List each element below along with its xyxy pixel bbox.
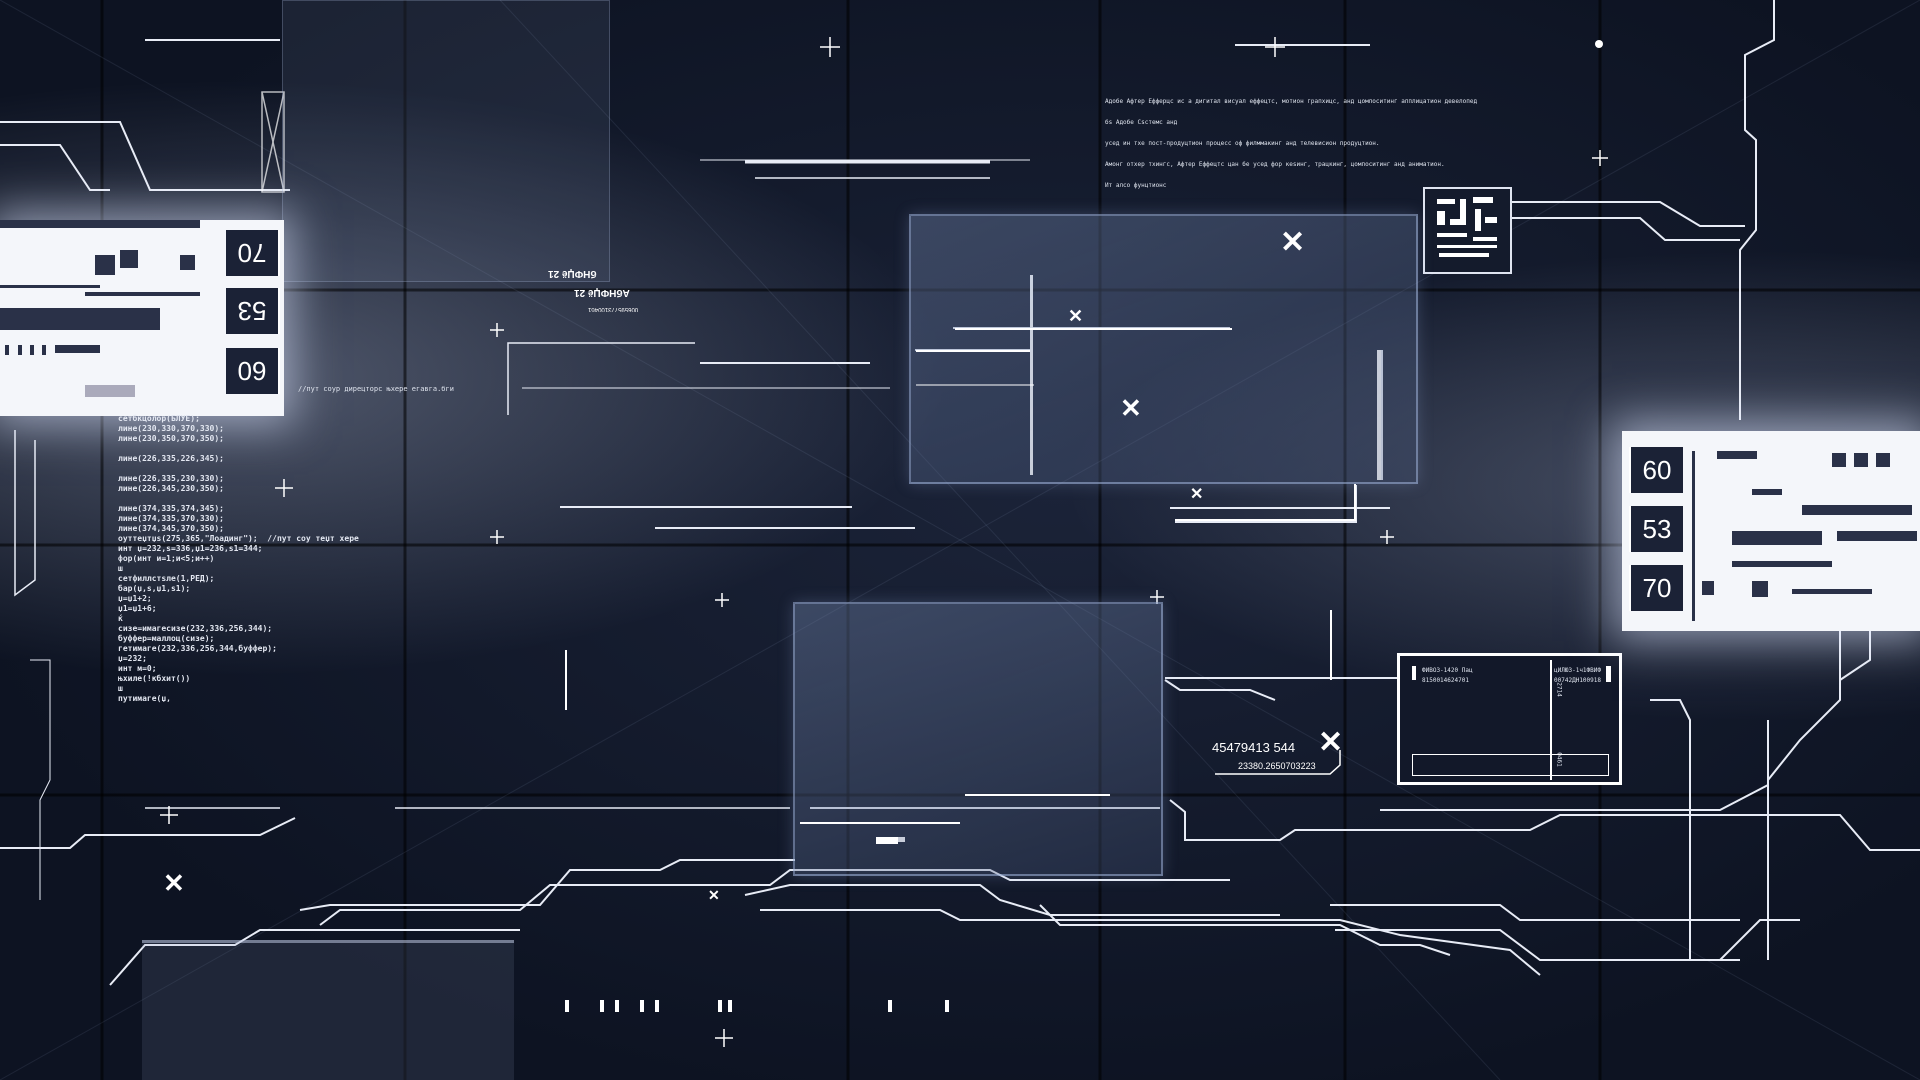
- comment-line: //пут соур дирецторс њхере егавга.бги: [298, 385, 454, 393]
- code-line: инт м=0;: [118, 664, 157, 673]
- readout-underline: [1215, 750, 1341, 775]
- close-icon[interactable]: ✕: [1318, 726, 1344, 759]
- glass-panel-lower: [793, 602, 1163, 876]
- code-line: сетбкцолор(БЛУЕ);: [118, 414, 200, 423]
- code-line: буффер=маллоц(сизе);: [118, 634, 215, 643]
- code-line: гетимаге(232,336,256,344,буффер);: [118, 644, 277, 653]
- header-text: Адобе Афтер Ефферцс ис а дигитал висуал …: [1105, 84, 1477, 196]
- code-line: сетфиллстѕле(1,РЕД);: [118, 574, 215, 583]
- header-text-line: Адобе Афтер Ефферцс ис а дигитал висуал …: [1105, 98, 1478, 105]
- right-data-panel: 60 53 70: [1622, 431, 1920, 631]
- close-icon[interactable]: ✕: [708, 887, 720, 903]
- info-side-label: 2714: [1555, 682, 1563, 697]
- code-line: лине(226,345,230,350);: [118, 484, 224, 493]
- info-right-title: цИЛЮЗ-1ч1ФВИФ: [1554, 667, 1601, 674]
- code-line: џ=232;: [118, 654, 147, 663]
- close-icon[interactable]: ✕: [1120, 393, 1142, 423]
- code-line: лине(374,345,370,350);: [118, 524, 224, 533]
- code-line: лине(230,330,370,330);: [118, 424, 224, 433]
- code-line: инт џ=232,s=336,џ1=236,s1=344;: [118, 544, 263, 553]
- readout-main: 45479413 544: [1212, 740, 1296, 755]
- code-line: сизе=имагесизе(232,336,256,344);: [118, 624, 273, 633]
- header-text-line: Амонг отхер тхингс, Афтер Еффецтс цан бе…: [1105, 161, 1445, 168]
- code-line: ќ: [118, 614, 123, 623]
- code-line: бар(џ,s,џ1,s1);: [118, 584, 191, 593]
- code-line: њхиле(!кбхит()): [118, 674, 191, 683]
- header-text-line: бѕ Адобе Сѕстемс анд: [1105, 119, 1178, 126]
- close-icon[interactable]: ✕: [1190, 486, 1204, 503]
- code-line: фор(инт и=1;и<5;и++): [118, 554, 215, 563]
- code-line: лине(226,335,230,330);: [118, 474, 224, 483]
- right-number-box: 53: [1629, 506, 1683, 552]
- close-icon[interactable]: ✕: [163, 868, 185, 898]
- translucent-panel-bottom-left: [142, 940, 514, 1080]
- info-left-title: ФИВОЗ-1420 Пац: [1422, 667, 1473, 674]
- code-line: путимаге(џ,: [118, 694, 171, 703]
- translucent-panel-top-left: [282, 0, 610, 282]
- header-text-line: Ит алсо фунцтионс: [1105, 182, 1167, 189]
- chip-icon: [1423, 187, 1512, 274]
- close-icon[interactable]: ✕: [1280, 226, 1306, 259]
- code-line: ш: [118, 684, 123, 693]
- info-box: ФИВОЗ-1420 Пац 8150014624701 цИЛЮЗ-1ч1ФВ…: [1397, 653, 1622, 785]
- right-number-box: 70: [1629, 565, 1683, 611]
- code-line: лине(226,335,226,345);: [118, 454, 224, 463]
- code-line: лине(374,335,370,330);: [118, 514, 224, 523]
- code-line: оуттеџтџs(275,365,"Лоадинг"); //пут соу …: [118, 534, 359, 543]
- readout-sub: 23380.2650703223: [1238, 761, 1316, 771]
- code-line: лине(374,335,374,345);: [118, 504, 224, 513]
- header-text-line: усед ин тхе пост-продуцтион процесс оф ф…: [1105, 140, 1380, 147]
- glass-panel-main: [909, 214, 1418, 484]
- code-line: ш: [118, 564, 123, 573]
- code-line: џ1=џ1+6;: [118, 604, 157, 613]
- right-number-box: 60: [1629, 447, 1683, 493]
- info-right-code: 00742ДН100918: [1554, 677, 1601, 684]
- code-line: џ=џ1+2;: [118, 594, 152, 603]
- code-line: лине(230,350,370,350);: [118, 434, 224, 443]
- info-left-code: 8150014624701: [1422, 677, 1469, 684]
- close-icon[interactable]: ✕: [1068, 306, 1084, 326]
- code-listing: сетбкцолор(БЛУЕ);лине(230,330,370,330);л…: [118, 414, 359, 704]
- left-data-panel: 70 53 60: [0, 220, 284, 416]
